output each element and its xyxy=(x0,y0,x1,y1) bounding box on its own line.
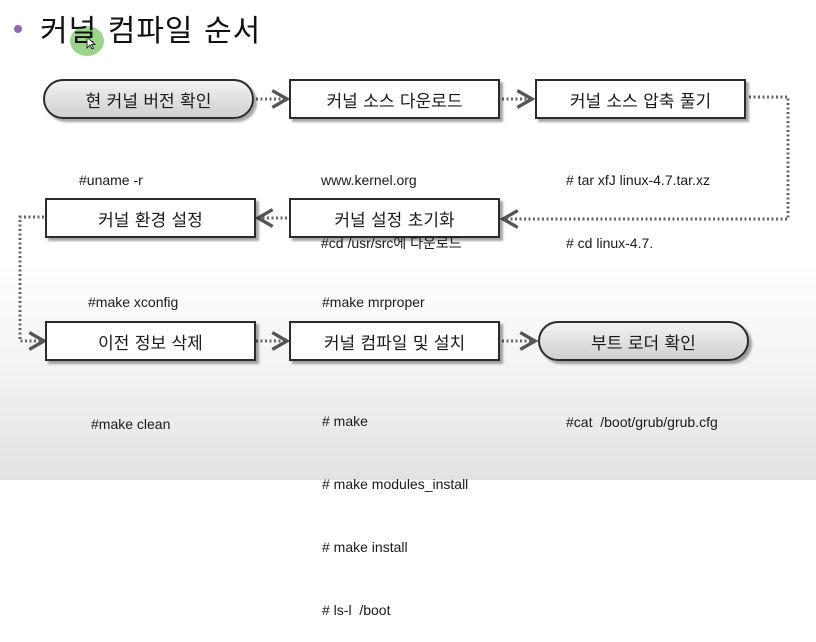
step-note-extract-source: # tar xfJ linux-4.7.tar.xz # cd linux-4.… xyxy=(566,128,710,275)
command-line: www.kernel.org xyxy=(321,172,417,188)
bullet-icon xyxy=(14,25,22,33)
step-box-extract-source: 커널 소스 압축 풀기 xyxy=(535,79,746,119)
step-label: 이전 정보 삭제 xyxy=(98,333,203,354)
step-box-kernel-config: 커널 환경 설정 xyxy=(45,198,256,238)
mouse-cursor-icon xyxy=(86,36,96,50)
flow-connectors xyxy=(18,89,790,351)
step-label: 커널 설정 초기화 xyxy=(334,210,455,231)
step-label: 커널 소스 다운로드 xyxy=(326,91,463,112)
step-note-check-bootloader: #cat /boot/grub/grub.cfg xyxy=(566,370,718,454)
step-box-download-source: 커널 소스 다운로드 xyxy=(289,79,500,119)
step-note-clean-previous: #make clean xyxy=(91,372,170,456)
step-box-check-version: 현 커널 버전 확인 xyxy=(43,79,254,119)
step-box-reset-config: 커널 설정 초기화 xyxy=(289,198,500,238)
step-label: 부트 로더 확인 xyxy=(591,333,696,354)
slide-title: 커널 컴파일 순서 xyxy=(40,14,262,49)
step-note-reset-config: #make mrproper xyxy=(322,250,425,334)
command-line: #make mrproper xyxy=(322,294,425,310)
step-label: 커널 컴파일 및 설치 xyxy=(323,333,466,354)
command-line: #cat /boot/grub/grub.cfg xyxy=(566,414,718,430)
step-note-kernel-config: #make xconfig xyxy=(88,250,178,334)
step-note-download-source: www.kernel.org #cd /usr/src에 다운로드 xyxy=(321,128,462,275)
arrow-3-4 xyxy=(499,95,790,229)
command-line: #cd /usr/src에 다운로드 xyxy=(321,235,462,251)
command-line: # make modules_install xyxy=(322,476,469,492)
command-line: #make clean xyxy=(91,416,171,432)
command-line: # tar xfJ linux-4.7.tar.xz xyxy=(566,172,710,188)
step-label: 현 커널 버전 확인 xyxy=(85,91,212,112)
step-box-check-bootloader: 부트 로더 확인 xyxy=(538,321,749,361)
arrow-5-6 xyxy=(18,215,48,351)
command-line: # cd linux-4.7. xyxy=(566,235,654,251)
step-note-compile-install: # make # make modules_install # make ins… xyxy=(322,369,468,642)
step-label: 커널 환경 설정 xyxy=(98,210,203,231)
step-label: 커널 소스 압축 풀기 xyxy=(569,91,712,112)
step-note-check-version: #uname -r xyxy=(79,128,143,212)
step-box-compile-install: 커널 컴파일 및 설치 xyxy=(289,321,500,361)
step-box-clean-previous: 이전 정보 삭제 xyxy=(45,321,256,361)
command-line: #make xconfig xyxy=(88,294,179,310)
command-line: #uname -r xyxy=(79,172,143,188)
command-line: # make install xyxy=(322,539,408,555)
command-line: # ls-l /boot xyxy=(322,602,391,618)
command-line: # make xyxy=(322,413,368,429)
